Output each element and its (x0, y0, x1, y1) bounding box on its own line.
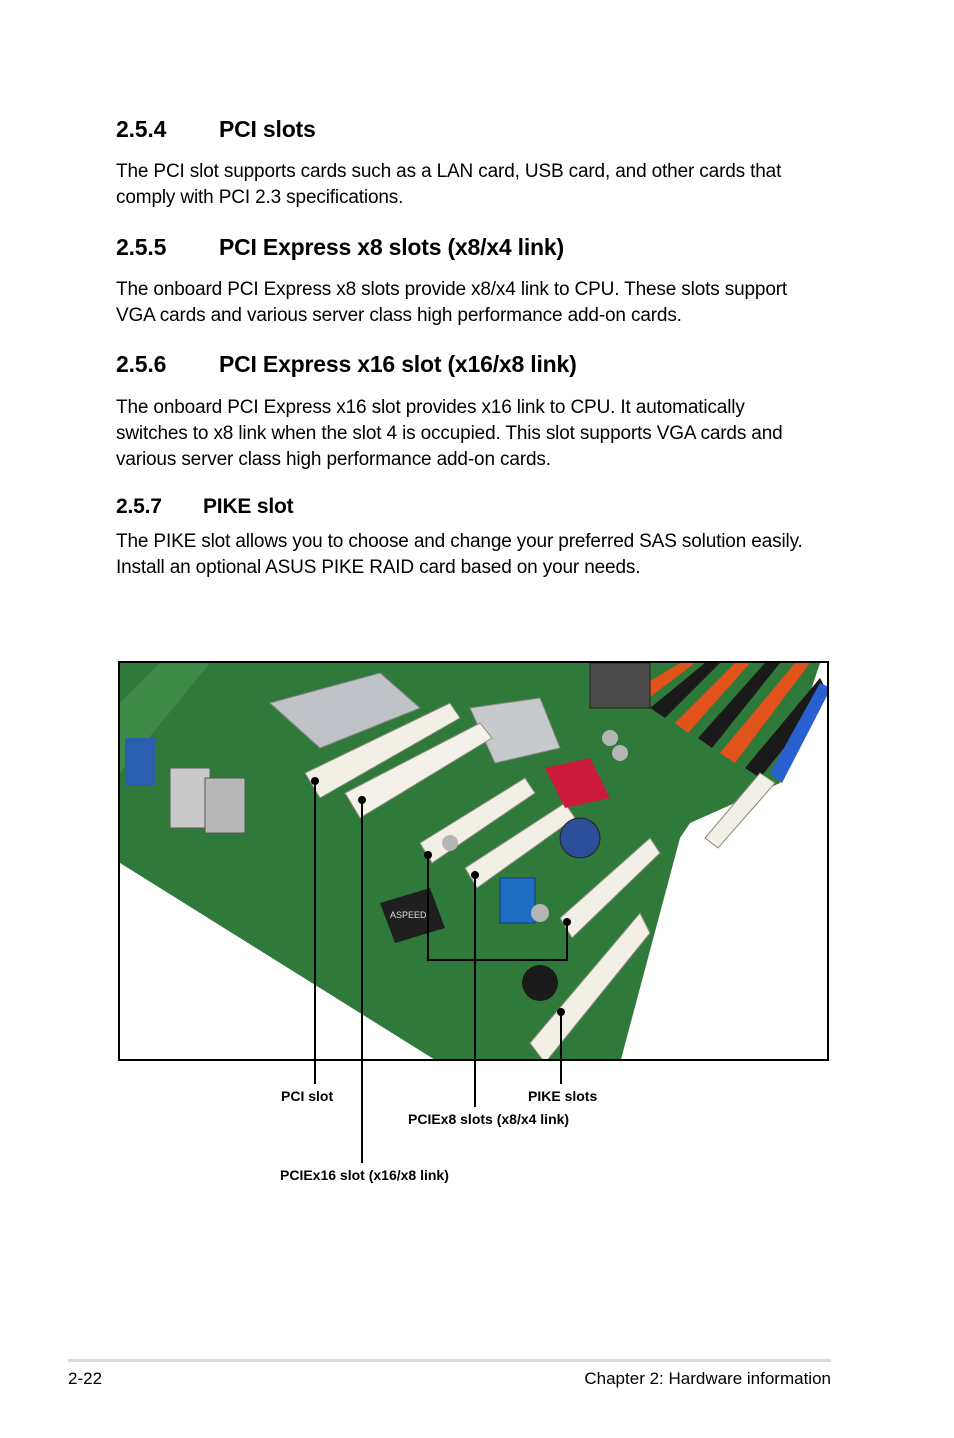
sata-connector (545, 758, 610, 808)
section-heading-pcie-x8: 2.5.5 PCI Express x8 slots (x8/x4 link) (116, 234, 564, 261)
usb-header (499, 877, 536, 924)
cpu-socket (589, 663, 651, 709)
section-number: 2.5.4 (116, 116, 167, 142)
section-body-pci-slots: The PCI slot supports cards such as a LA… (116, 159, 846, 211)
section-body-pcie-x16: The onboard PCI Express x16 slot provide… (116, 395, 846, 473)
section-number: 2.5.7 (116, 495, 162, 518)
motherboard-photo: ASPEED (118, 661, 829, 1061)
section-title: PCI Express x16 slot (x16/x8 link) (219, 351, 577, 377)
body-line: Install an optional ASUS PIKE RAID card … (116, 557, 641, 578)
section-number: 2.5.6 (116, 351, 167, 377)
chip-label: ASPEED (390, 910, 427, 920)
heatsink (268, 672, 421, 749)
section-heading-pcie-x16: 2.5.6 PCI Express x16 slot (x16/x8 link) (116, 351, 577, 378)
vga-port (125, 738, 155, 786)
callout-pike-slots: PIKE slots (528, 1088, 598, 1104)
page-number: 2-22 (68, 1369, 103, 1388)
section-body-pike-slot: The PIKE slot allows you to choose and c… (116, 529, 846, 581)
chapter-title: Chapter 2: Hardware information (584, 1369, 831, 1388)
section-heading-pci-slots: 2.5.4 PCI slots (116, 116, 316, 143)
battery-icon (559, 817, 601, 859)
section-title: PCI Express x8 slots (x8/x4 link) (219, 234, 564, 260)
footer-rule (68, 1359, 831, 1362)
pciex8-slot (464, 802, 576, 889)
body-line: The onboard PCI Express x8 slots provide… (116, 279, 788, 300)
buzzer (522, 965, 558, 1001)
callout-pciex16-slot: PCIEx16 slot (x16/x8 link) (280, 1167, 449, 1183)
section-title: PIKE slot (203, 495, 294, 518)
section-number: 2.5.5 (116, 234, 167, 260)
body-line: various server class high performance ad… (116, 449, 551, 470)
body-line: VGA cards and various server class high … (116, 305, 682, 326)
body-line: The PIKE slot allows you to choose and c… (116, 531, 803, 552)
section-title: PCI slots (219, 116, 316, 142)
pciex16-slot (344, 722, 493, 819)
callout-pciex8-slots: PCIEx8 slots (x8/x4 link) (408, 1111, 570, 1127)
body-line: The PCI slot supports cards such as a LA… (116, 161, 782, 182)
section-body-pcie-x8: The onboard PCI Express x8 slots provide… (116, 277, 846, 329)
motherboard-illustration: ASPEED (120, 663, 827, 1059)
body-line: The onboard PCI Express x16 slot provide… (116, 397, 745, 418)
pcb-board (120, 663, 820, 1059)
section-heading-pike-slot: 2.5.7 PIKE slot (116, 495, 294, 519)
body-line: comply with PCI 2.3 specifications. (116, 187, 404, 208)
body-line: switches to x8 link when the slot 4 is o… (116, 423, 783, 444)
dimm-slots (630, 663, 827, 778)
lan-port (169, 767, 211, 829)
callout-pci-slot: PCI slot (281, 1088, 334, 1104)
